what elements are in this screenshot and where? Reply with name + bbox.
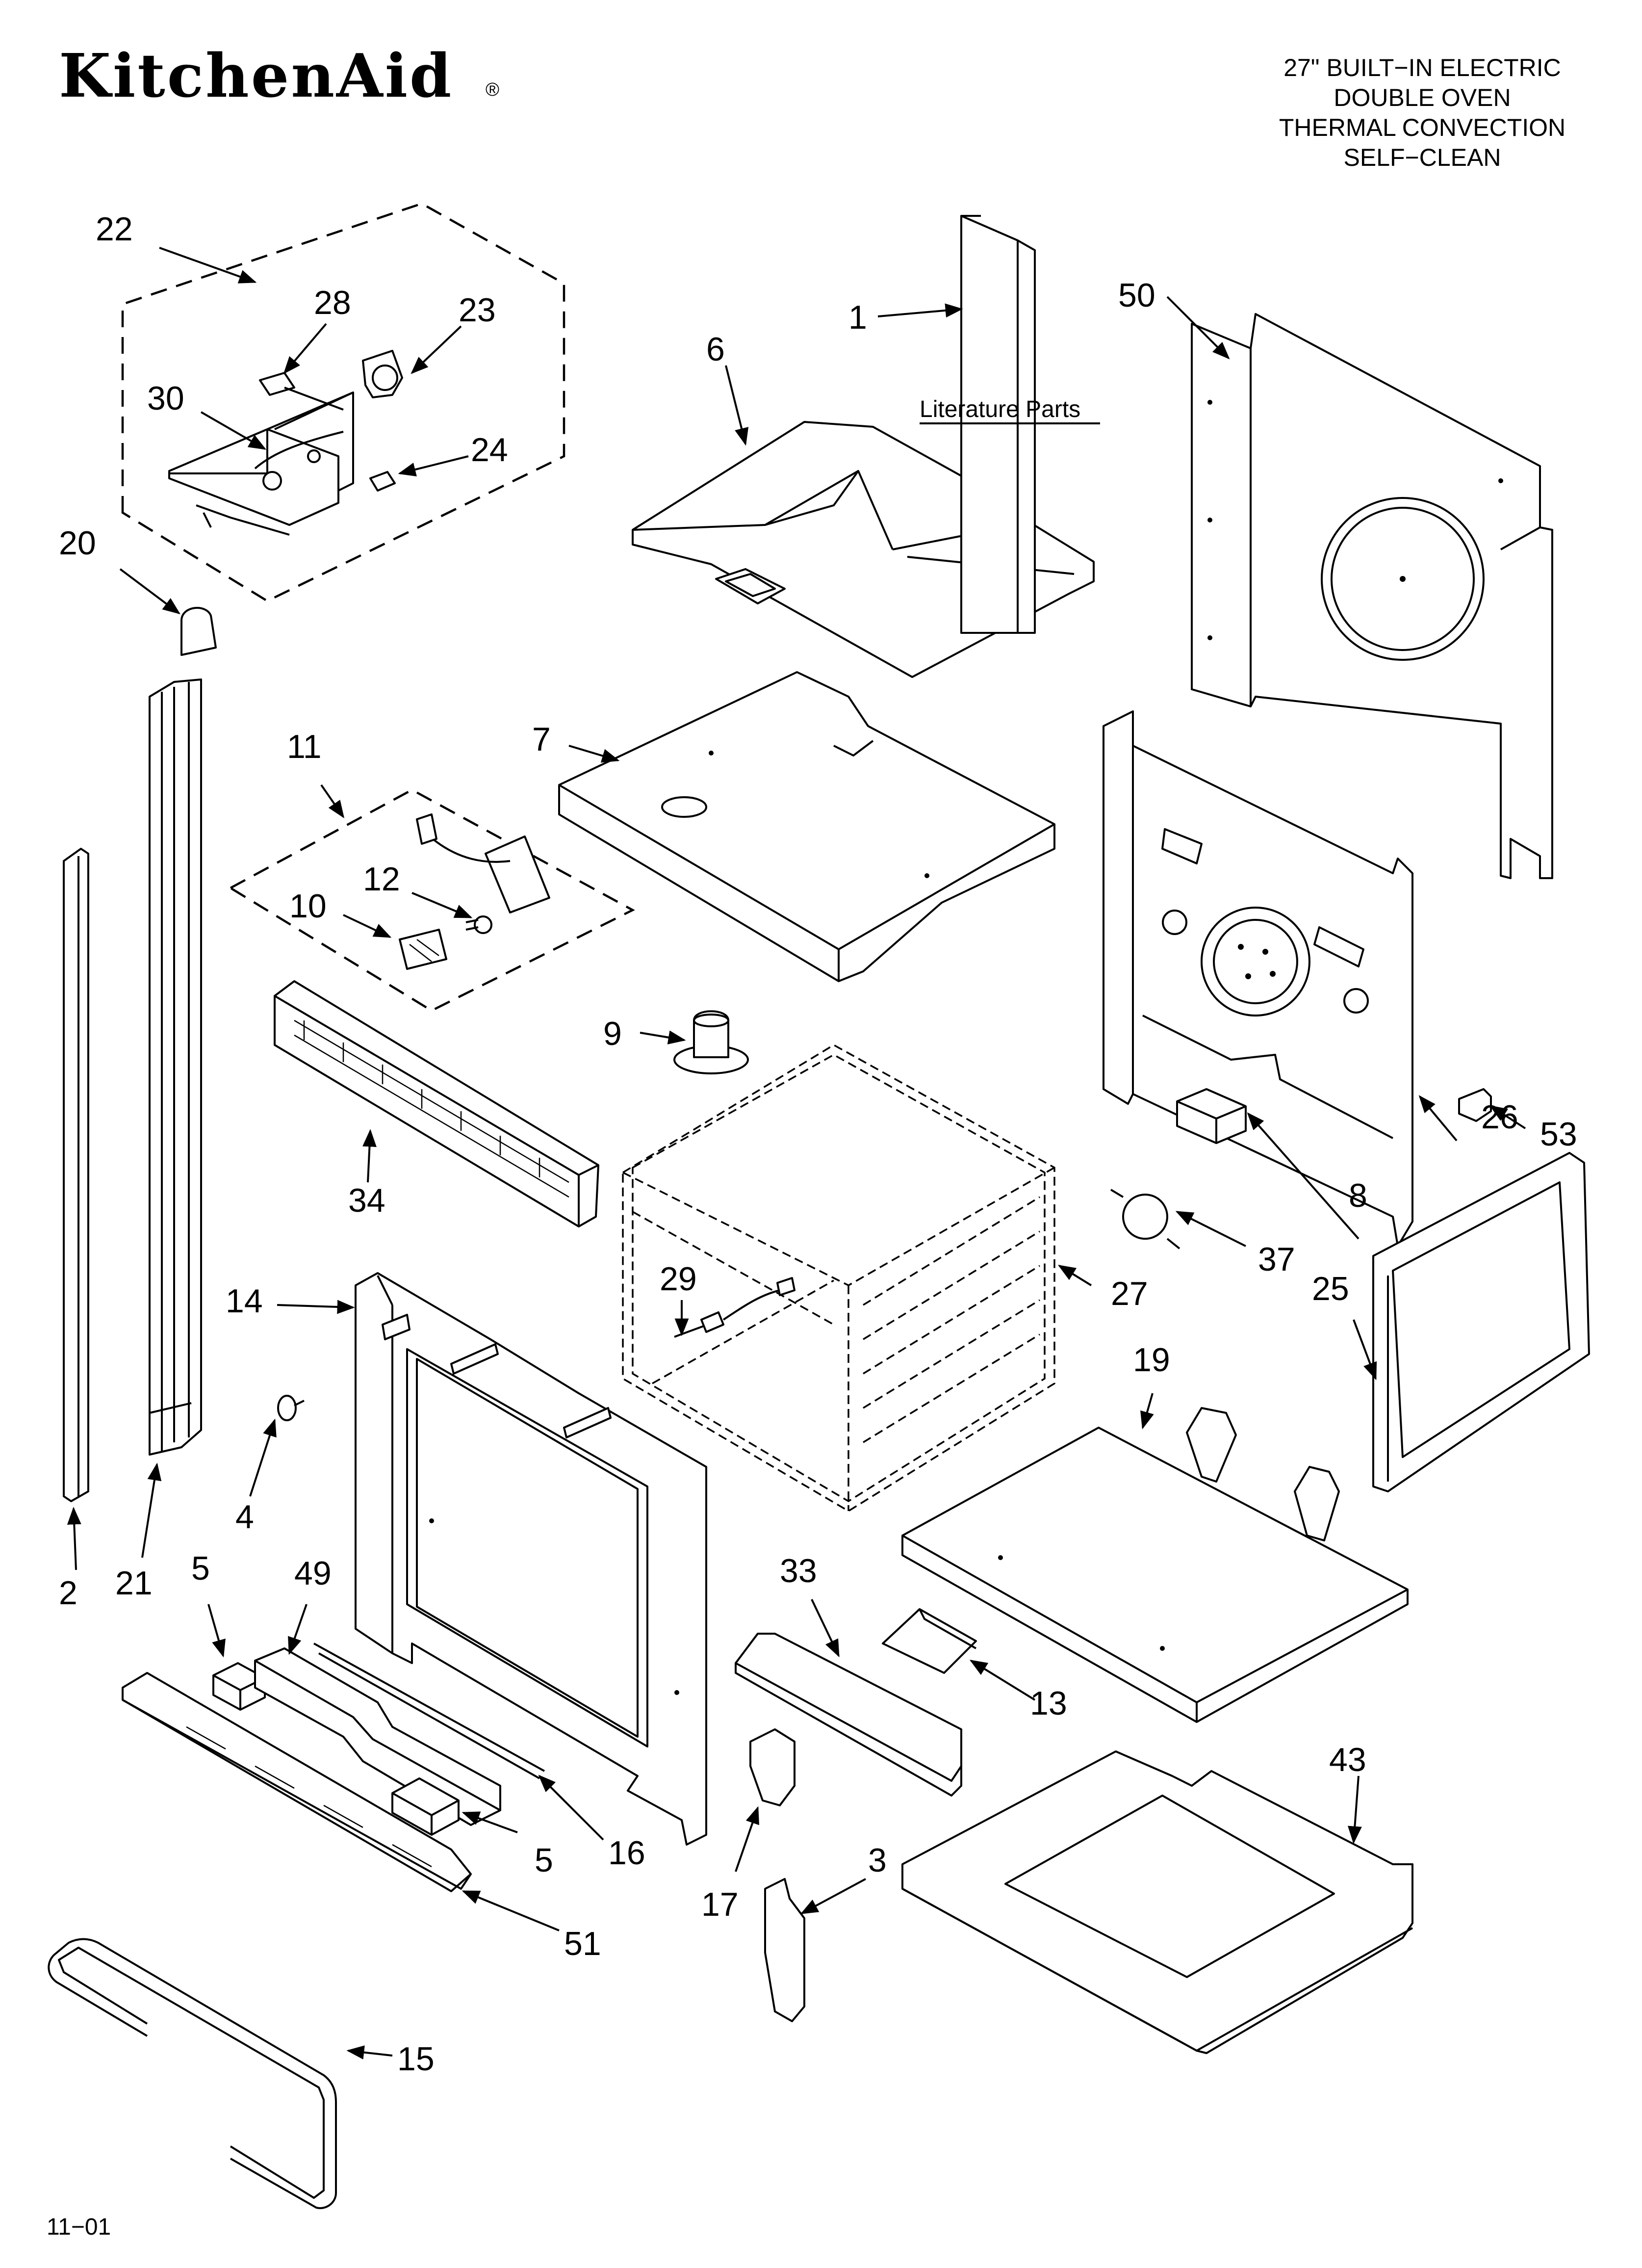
callout-25: 25 <box>1312 1270 1349 1307</box>
callout-49: 49 <box>294 1555 332 1592</box>
callout-29: 29 <box>660 1260 697 1298</box>
part-43-base-pan <box>901 1750 1413 2054</box>
callout-37: 37 <box>1258 1241 1295 1278</box>
callout-30: 30 <box>147 380 184 417</box>
callout-34: 34 <box>348 1182 385 1219</box>
part-5-spacer-upper <box>212 1662 266 1711</box>
callout-9: 9 <box>603 1015 622 1052</box>
callout-27: 27 <box>1111 1275 1148 1312</box>
part-22-control-assembly <box>121 202 565 602</box>
model-line-1: 27" BUILT−IN ELECTRIC <box>1283 54 1561 81</box>
callout-23: 23 <box>459 291 496 329</box>
model-line-2: DOUBLE OVEN <box>1334 84 1511 111</box>
part-9-vent-fitting <box>673 1010 749 1074</box>
callout-8: 8 <box>1349 1177 1367 1214</box>
callout-24: 24 <box>471 431 508 469</box>
callout-50: 50 <box>1118 277 1155 314</box>
part-19-bottom-tray <box>901 1407 1409 1723</box>
callout-14: 14 <box>226 1282 263 1320</box>
callout-2: 2 <box>59 1574 77 1612</box>
part-5-spacer-lower <box>391 1777 460 1836</box>
part-25-side-frame <box>1372 1152 1590 1492</box>
callout-leaders <box>67 247 1526 2059</box>
callout-7: 7 <box>532 721 551 758</box>
model-description: 27" BUILT−IN ELECTRIC DOUBLE OVEN THERMA… <box>1279 54 1565 171</box>
callout-21: 21 <box>115 1564 153 1602</box>
callout-53: 53 <box>1540 1116 1577 1153</box>
model-line-3: THERMAL CONVECTION <box>1279 114 1565 141</box>
part-14-front-frame <box>355 1272 707 1846</box>
callout-12: 12 <box>363 860 400 898</box>
callout-5-upper: 5 <box>191 1550 210 1587</box>
callout-20: 20 <box>59 524 96 562</box>
callout-19: 19 <box>1133 1341 1170 1379</box>
part-27-oven-cavity <box>622 1043 1055 1512</box>
callout-16: 16 <box>608 1834 645 1872</box>
registered-mark: ® <box>486 79 499 100</box>
part-1-literature: Literature Parts <box>920 215 1100 634</box>
part-7-oven-top <box>558 671 1055 982</box>
brand-logo: KitchenAid ® <box>59 40 499 111</box>
callout-13: 13 <box>1030 1685 1067 1722</box>
callout-6: 6 <box>706 331 725 368</box>
model-line-4: SELF−CLEAN <box>1344 144 1501 171</box>
part-33-rail <box>735 1633 962 1797</box>
callout-10: 10 <box>289 887 327 925</box>
callout-28: 28 <box>314 284 351 321</box>
part-20-end-cap <box>180 607 217 656</box>
part-51-vent-trim <box>122 1672 472 1892</box>
part-17-hinge-bracket <box>749 1728 795 1806</box>
callout-1: 1 <box>848 299 867 336</box>
part-2-trim <box>63 848 89 1502</box>
part-3-hinge <box>764 1878 805 2022</box>
callout-22: 22 <box>96 210 133 248</box>
part-37-thermostat <box>1110 1189 1180 1250</box>
callout-5-lower: 5 <box>535 1842 553 1879</box>
brand-logo-text: KitchenAid <box>59 40 453 111</box>
callout-4: 4 <box>235 1498 254 1536</box>
part-34-vent-panel <box>274 980 599 1227</box>
callout-15: 15 <box>397 2040 435 2078</box>
callout-26: 26 <box>1481 1098 1518 1136</box>
part-21-side-rail <box>149 678 202 1456</box>
part-4-screw <box>277 1395 305 1421</box>
part-16-seal <box>313 1642 545 1779</box>
callout-numbers: 1 6 50 22 28 23 30 24 20 7 11 12 10 9 34… <box>59 210 1577 2078</box>
callout-3: 3 <box>868 1842 887 1879</box>
callout-43: 43 <box>1329 1741 1366 1778</box>
part-15-gasket <box>48 1938 337 2209</box>
callout-17: 17 <box>701 1886 739 1923</box>
part-50-rear-panel <box>1191 313 1553 879</box>
literature-label: Literature Parts <box>920 396 1080 422</box>
part-26-convection-panel <box>1103 710 1413 1247</box>
part-49-strip <box>254 1647 501 1826</box>
callout-33: 33 <box>780 1552 817 1590</box>
footer-code: 11−01 <box>47 2214 111 2240</box>
callout-11: 11 <box>287 728 322 765</box>
part-8-block <box>1176 1088 1247 1144</box>
callout-51: 51 <box>564 1925 601 1962</box>
part-11-light-assembly <box>228 788 635 1012</box>
part-13-bracket <box>882 1608 977 1674</box>
